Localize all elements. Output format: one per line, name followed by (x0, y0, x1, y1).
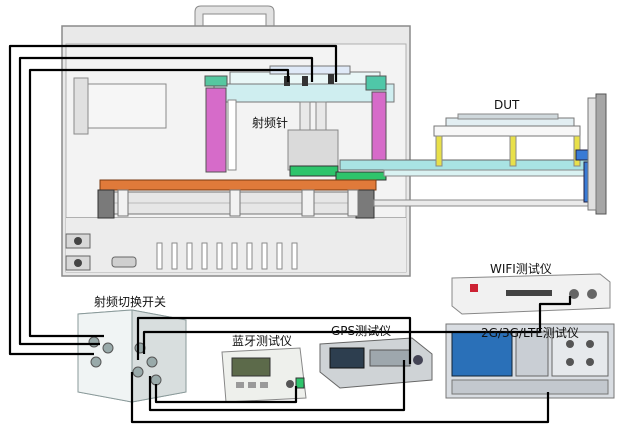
cellular-tester (445, 323, 615, 399)
dut-label: DUT (494, 98, 520, 112)
gps-tester (319, 337, 433, 389)
bluetooth-tester (221, 347, 307, 403)
rf-cables (8, 44, 572, 424)
panel-connectors (65, 233, 137, 271)
gps-tester-label: GPS测试仪 (331, 324, 392, 338)
cellular-tester-label: 2G/3G/LTE测试仪 (481, 326, 579, 340)
wifi-tester (451, 273, 611, 315)
vent-slots (156, 242, 298, 270)
rf-switch-label: 射频切换开关 (94, 295, 167, 309)
bt-tester-label: 蓝牙测试仪 (232, 334, 293, 348)
rf-needle-label: 射频针 (252, 116, 289, 130)
dut-assembly (433, 93, 607, 215)
wifi-tester-label: WIFI测试仪 (490, 262, 552, 276)
